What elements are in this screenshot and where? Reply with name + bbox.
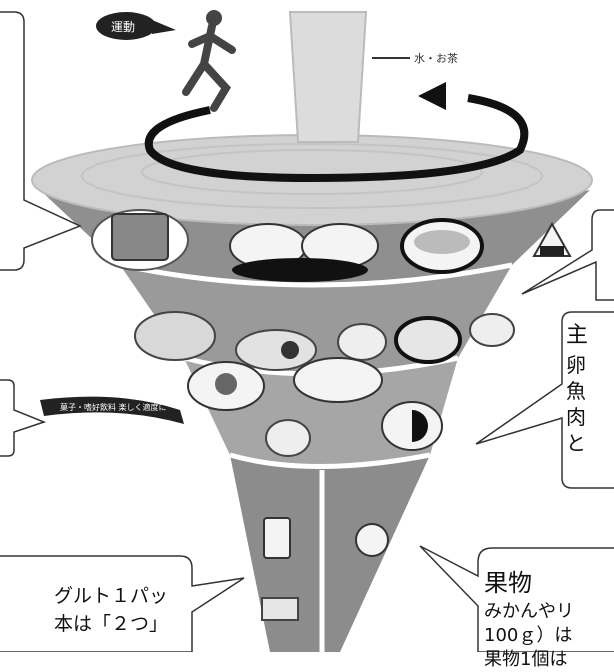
callout-snack [0, 379, 47, 457]
callout-dairy [0, 555, 245, 652]
small-bowl-icon [337, 323, 387, 361]
food-guide-spinning-top-diagram: 水・お茶 運動 菓子・嗜好飲料 楽しく適度に [0, 10, 614, 652]
callout-line: 魚 [566, 379, 586, 403]
callout-line: と [566, 431, 586, 455]
snack-ribbon: 菓子・嗜好飲料 楽しく適度に [40, 396, 184, 424]
ribbon-text: 菓子・嗜好飲料 楽しく適度に [60, 402, 167, 412]
apple-icon [355, 523, 389, 557]
dairy-fruit-band [230, 455, 430, 652]
callout-bubbles [0, 11, 614, 652]
callout-line: 肉 [566, 405, 586, 429]
dairy-callout-lines: グルト１パッ 本は「２つ」 [0, 582, 168, 638]
salad-icon [134, 311, 216, 361]
water-glass-icon [288, 11, 410, 143]
exercise-label: 運動 [111, 20, 135, 34]
exercise-badge: 運動 [96, 12, 176, 40]
callout-line: 100ｇ）は [484, 625, 573, 646]
water-label: 水・お茶 [414, 52, 458, 65]
runner-icon [182, 10, 236, 112]
fruit-callout-lines: みかんやリ 100ｇ）は 果物1個は [484, 600, 574, 672]
callout-line: 卵 [566, 353, 586, 377]
cheese-icon [261, 597, 299, 621]
fish-plate-icon [293, 357, 383, 403]
milk-glass-icon [263, 517, 291, 559]
soup-bowl-icon [394, 316, 462, 364]
callout-line: グルト１パッ [53, 585, 168, 607]
bread-icon [111, 213, 169, 261]
vegetable-dish-icon [235, 329, 317, 371]
fruit-callout-title: 果物 [484, 569, 532, 597]
callout-fruit [419, 545, 614, 652]
callout-line: 本は「２つ」 [53, 613, 168, 635]
callout-main-dish [475, 311, 614, 489]
rotation-arrow [144, 82, 529, 183]
vegetable-food-icons [134, 311, 515, 371]
callout-right-upper [521, 209, 614, 301]
main-dish-callout-lines: 卵 魚 肉 と [566, 352, 586, 456]
main-dish-callout-title: 主 [566, 323, 589, 348]
side-dish-icon [469, 313, 515, 347]
grain-food-icons [91, 209, 572, 282]
dairy-fruit-icons [261, 517, 389, 621]
callout-grain [0, 11, 82, 271]
callout-line: みかんやリ [484, 601, 574, 622]
main-dish-food-icons [187, 357, 443, 457]
tofu-bowl-icon [265, 419, 311, 457]
